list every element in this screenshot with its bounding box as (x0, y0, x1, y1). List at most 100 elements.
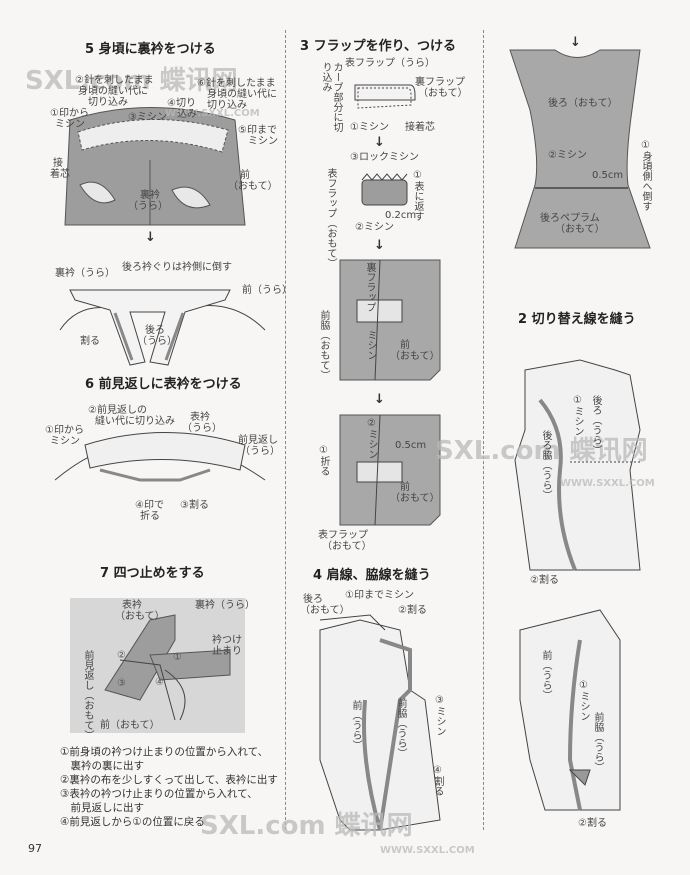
watermark-logo-bottom: SXL.com 蝶讯网 (200, 811, 413, 841)
sec5-title: 5 身頃に裏衿をつける (85, 42, 216, 57)
sec4-label-5: 前脇（うら） (395, 698, 406, 758)
sec3-label-17: ①折る (318, 445, 329, 476)
sec5-label-8: 裏衿 (140, 190, 160, 201)
sec6-label-4: 前見返し (238, 435, 278, 446)
sec3-label-16: 0.5cm (395, 440, 427, 451)
sec7-note-line: ①前身頃の衿つけ止まりの位置から入れて、 (60, 746, 269, 758)
sec7-label-3b: 止まり (212, 646, 242, 657)
sec5-label-1b: 身頃の縫い代に (78, 86, 148, 97)
sec5-label-2: ⑥針を刺したまま (197, 78, 276, 89)
watermark-url-top: WWW.SXXL.COM (165, 108, 260, 119)
right-down-arrow: ↓ (570, 35, 581, 50)
sec3-label-1: 表フラップ（うら） (345, 58, 435, 69)
sec4-label-7: ④割る (432, 765, 443, 796)
sec2-label-1: ①ミシン (572, 395, 583, 436)
right-label-4: 0.5cm (592, 170, 624, 181)
right-garment-back (509, 49, 651, 249)
sec4-label-2: ①印までミシン (345, 590, 414, 601)
sec3-label-6: ③ロックミシン (350, 152, 419, 163)
sec5-label-7b: 着芯 (50, 169, 70, 180)
sec7-title: 7 四つ止めをする (100, 566, 205, 581)
sec3-panel-2 (339, 414, 441, 526)
sec4-label-1b: （おもて） (300, 605, 350, 616)
right-label-3: ①身頃側へ倒す (640, 140, 651, 211)
sec6-label-5b: 折る (140, 511, 160, 522)
sec3-label-2b: （おもて） (418, 88, 468, 99)
sec6-label-2: 表衿 (190, 412, 210, 423)
sec4-label-3: ②割る (398, 605, 427, 616)
watermark-url-bottom: WWW.SXXL.COM (380, 845, 475, 856)
right-label-5: 後ろペプラム (540, 213, 600, 224)
sec7-notes: ①前身頃の衿つけ止まりの位置から入れて、 裏衿の裏に出す ②裏衿の布を少しすくっ… (60, 745, 278, 829)
sec6-label-1: ②前見返しの (88, 405, 147, 416)
sec3-label-4: ①ミシン (350, 122, 389, 133)
sec5-sub-label-3: 前（うら） (242, 285, 292, 296)
sec5-label-6b: ミシン (248, 136, 278, 147)
sec2-title: 2 切り替え線を縫う (518, 312, 636, 327)
sec5-label-1c: 切り込み (88, 97, 128, 108)
sec2-label-3: 後ろ脇（うら） (540, 430, 551, 500)
sec5-sub-label-4: 割る (80, 336, 100, 347)
sec2-label-7: 前脇（うら） (592, 712, 603, 772)
sec5-down-arrow: ↓ (145, 230, 156, 245)
sec3-label-5: 接着芯 (405, 122, 435, 133)
sec4-label-6: ③ミシン (434, 695, 445, 736)
sec7-label-1b: （おもて） (115, 611, 165, 622)
sec5-label-4: ③ミシン (128, 112, 167, 123)
sec4-label-4: 前（うら） (350, 700, 361, 750)
sec5-label-5: ④切り (167, 98, 196, 109)
sec6-diagram (54, 432, 266, 482)
sec7-callout-3: ③ (117, 678, 126, 689)
sec5-label-6: ⑤印まで (238, 125, 277, 136)
sec6-label-1b: 縫い代に切り込み (95, 416, 175, 427)
sec7-callout-1: ① (173, 652, 182, 663)
sec7-label-3: 衿つけ (212, 635, 242, 646)
sec3-label-10: ②ミシン (355, 222, 394, 233)
sec5-label-9b: （おもて） (228, 181, 278, 192)
sec5-diagram-1 (64, 107, 246, 226)
sec3-panel-1 (339, 259, 441, 381)
watermark-url-mid: WWW.SXXL.COM (560, 478, 655, 489)
sec3-label-7: 表フラップ（おもて） (325, 168, 336, 268)
sec7-label-2: 裏衿（うら） (195, 600, 255, 611)
sec3-down-arrow-1: ↓ (374, 135, 385, 150)
sec5-diagram-2 (59, 289, 266, 366)
sec3-flap-1 (354, 84, 416, 109)
sec3-label-19: 表フラップ (318, 530, 368, 541)
sec7-note-line: ④前見返しから①の位置に戻る (60, 816, 205, 828)
sec3-label-15: ②ミシン (366, 418, 377, 459)
column-divider-right (483, 30, 484, 830)
sec7-label-5: 前（おもて） (100, 720, 160, 731)
right-label-1: 後ろ（おもて） (548, 98, 618, 109)
sec7-diagram (70, 598, 245, 733)
sec2-label-8: ②割る (578, 818, 607, 829)
sec3-down-arrow-2: ↓ (374, 238, 385, 253)
sec3-title: 3 フラップを作り、つける (300, 39, 457, 54)
sec6-title: 6 前見返しに表衿をつける (85, 377, 242, 392)
sec5-sub-label-5b: （うら） (137, 336, 177, 347)
sec7-note-line: 裏衿の裏に出す (60, 760, 144, 772)
sec3-label-3: カーブ部分に切り込み (320, 62, 342, 132)
sec5-sub-label-5: 後ろ (145, 325, 165, 336)
sec5-label-7: 接 (53, 158, 63, 169)
sec2-back-pieces (514, 359, 641, 571)
sec3-label-13: ミシン (365, 330, 376, 360)
sec5-label-2c: 切り込み (207, 100, 247, 111)
sec3-label-14b: （おもて） (390, 351, 440, 362)
sec5-label-9: 前 (240, 170, 250, 181)
sec6-label-3: ①印から (45, 425, 84, 436)
sec5-sub-label-1: 裏衿（うら） (55, 268, 115, 279)
page-number: 97 (28, 842, 42, 855)
sec3-down-arrow-3: ↓ (374, 392, 385, 407)
sec5-label-3b: ミシン (55, 119, 85, 130)
sec7-callout-2: ② (117, 650, 126, 661)
sec7-callout-4: ④ (155, 677, 164, 688)
sec7-note-line: ③表衿の衿つけ止まりの位置から入れて、 (60, 788, 258, 800)
sec5-label-5b: 込み (177, 109, 197, 120)
sec7-label-1: 表衿 (122, 600, 142, 611)
sec4-title: 4 肩線、脇線を縫う (313, 568, 431, 583)
right-label-2: ②ミシン (548, 150, 587, 161)
sec2-label-4: ②割る (530, 575, 559, 586)
sec6-label-4b: （うら） (240, 446, 280, 457)
